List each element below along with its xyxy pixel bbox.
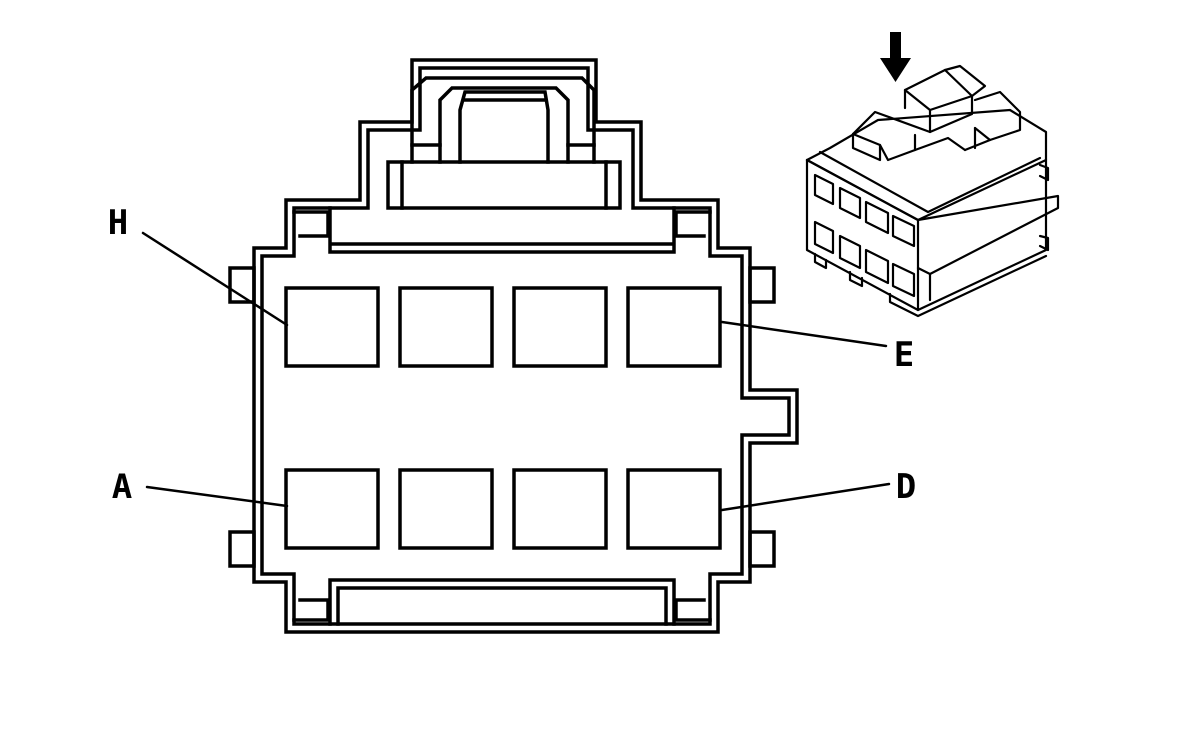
cavity-grid	[284, 286, 722, 550]
lower-ledge	[328, 578, 676, 626]
upper-ledge	[328, 206, 676, 254]
cavity-r1-c4	[626, 286, 722, 368]
leader-line-d	[720, 482, 891, 512]
connector-housing-inner	[260, 66, 791, 626]
cavity-r1-c2	[398, 286, 494, 368]
pin-label-a: A	[112, 467, 132, 507]
right-lower-tab	[748, 530, 776, 568]
pin-label-d: D	[896, 467, 916, 507]
lower-left-notch	[292, 598, 330, 622]
cavity-r1-c3	[512, 286, 608, 368]
pin-label-h: H	[108, 203, 128, 243]
left-lower-tab	[228, 530, 256, 568]
latch	[386, 76, 622, 210]
lower-right-notch	[674, 598, 712, 622]
connector-isometric-inset	[805, 32, 1060, 318]
down-arrow-icon	[880, 32, 911, 82]
cavity-r2-c2	[398, 468, 494, 550]
connector-face	[228, 58, 799, 634]
upper-left-notch	[292, 210, 330, 238]
cavity-r2-c3	[512, 468, 608, 550]
cavity-r2-c4	[626, 468, 722, 550]
connector-housing-outline	[252, 58, 799, 634]
cavity-r2-c1	[284, 468, 380, 550]
leader-line-e	[720, 320, 888, 348]
pin-label-e: E	[894, 335, 914, 375]
cavity-r1-c1	[284, 286, 380, 368]
leader-line-h	[141, 231, 289, 327]
leader-line-a	[145, 485, 289, 508]
left-upper-tab	[228, 266, 256, 304]
upper-right-notch	[674, 210, 712, 238]
right-upper-tab	[748, 266, 776, 304]
